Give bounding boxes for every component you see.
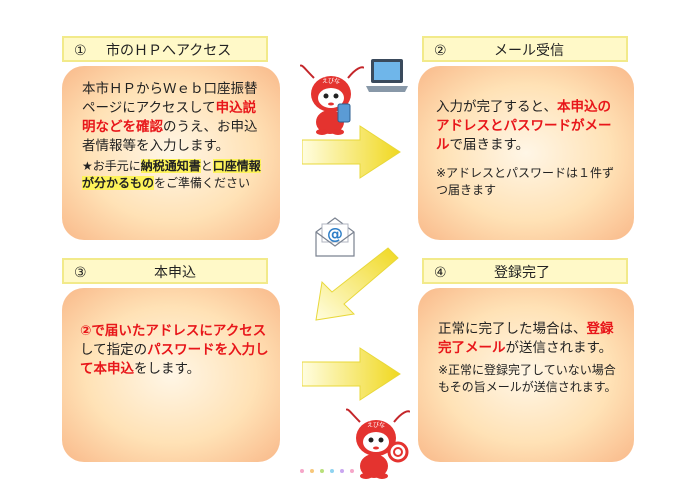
decorative-dots — [300, 458, 360, 477]
arrow-right-top — [302, 125, 401, 179]
step3-title: 本申込 — [154, 265, 196, 281]
step1-title: 市のＨＰへアクセス — [106, 43, 232, 59]
step4-card: 正常に完了した場合は、登録完了メールが送信されます。 ※正常に登録完了していない… — [418, 288, 634, 462]
svg-text:@: @ — [327, 224, 343, 243]
step1-body-text2: のうえ、お申込者情報等を入力します。 — [82, 119, 258, 154]
step2-title: メール受信 — [494, 43, 564, 59]
step4-body-text: 正常に完了した場合は、 — [438, 321, 587, 337]
step4-body-red: 登録完了メール — [438, 321, 614, 356]
step1-note-hl1: 納税通知書 — [140, 159, 201, 173]
step2-body-red: 本申込のアドレスとパスワードがメール — [436, 99, 612, 153]
step1-body: 本市ＨＰからＷｅｂ口座振替ページにアクセスして申込説明などを確認のうえ、お申込者… — [82, 80, 268, 156]
step2-header: ② メール受信 — [422, 36, 628, 62]
step3-body: ②で届いたアドレスにアクセスして指定のパスワードを入力して本申込をします。 — [80, 322, 270, 379]
step2-card: 入力が完了すると、本申込のアドレスとパスワードがメールで届きます。 ※アドレスと… — [418, 66, 634, 240]
step1-number: ① — [74, 43, 87, 59]
step3-body-text2: をします。 — [134, 361, 201, 377]
step3-number: ③ — [74, 265, 87, 281]
mascot-label-bottom: えびな — [367, 421, 385, 429]
step4-note: ※正常に登録完了していない場合もその旨メールが送信されます。 — [438, 362, 624, 396]
step1-body-red: 申込説明などを確認 — [82, 100, 257, 135]
laptop-icon — [366, 59, 408, 92]
step4-number: ④ — [434, 265, 447, 281]
mascot-bottom: えびな — [346, 408, 410, 479]
step1-card: 本市ＨＰからＷｅｂ口座振替ページにアクセスして申込説明などを確認のうえ、お申込者… — [62, 66, 280, 240]
step2-body-text: 入力が完了すると、 — [436, 99, 557, 115]
step4-header: ④ 登録完了 — [422, 258, 628, 284]
step1-note: ★お手元に納税通知書と口座情報が分かるものをご準備ください — [82, 158, 268, 192]
step4-body-text2: が送信されます。 — [505, 340, 613, 356]
arrow-diagonal — [315, 247, 399, 321]
step4-body: 正常に完了した場合は、登録完了メールが送信されます。 — [438, 320, 624, 358]
step3-card: ②で届いたアドレスにアクセスして指定のパスワードを入力して本申込をします。 — [62, 288, 280, 462]
step2-body-text2: で届きます。 — [449, 137, 530, 153]
step2-number: ② — [434, 43, 447, 59]
arrow-right-bottom — [302, 347, 401, 401]
step2-note-text: ※アドレスとパスワードは１件ずつ届きます — [436, 166, 615, 197]
step3-header: ③ 本申込 — [62, 258, 268, 284]
mail-icon: @ — [315, 217, 355, 257]
step1-note-text: ★お手元に — [82, 159, 141, 173]
step2-body: 入力が完了すると、本申込のアドレスとパスワードがメールで届きます。 — [436, 98, 624, 155]
mascot-label-top: えびな — [322, 77, 340, 85]
step1-note-text2: と — [200, 159, 213, 173]
step4-note-text: ※正常に登録完了していない場合もその旨メールが送信されます。 — [438, 363, 617, 394]
step1-note-text3: をご準備ください — [154, 176, 251, 190]
step3-body-text: して指定の — [80, 342, 148, 358]
step3-body-red1: ②で届いたアドレスにアクセス — [80, 323, 267, 339]
step1-header: ① 市のＨＰへアクセス — [62, 36, 268, 62]
step3-body-red2: パスワードを入力して本申込 — [80, 342, 269, 377]
mascot-top: えびな — [300, 64, 364, 135]
step2-note: ※アドレスとパスワードは１件ずつ届きます — [436, 165, 624, 199]
step1-body-text: 本市ＨＰからＷｅｂ口座振替ページにアクセスして — [82, 81, 258, 116]
step4-title: 登録完了 — [494, 265, 550, 281]
